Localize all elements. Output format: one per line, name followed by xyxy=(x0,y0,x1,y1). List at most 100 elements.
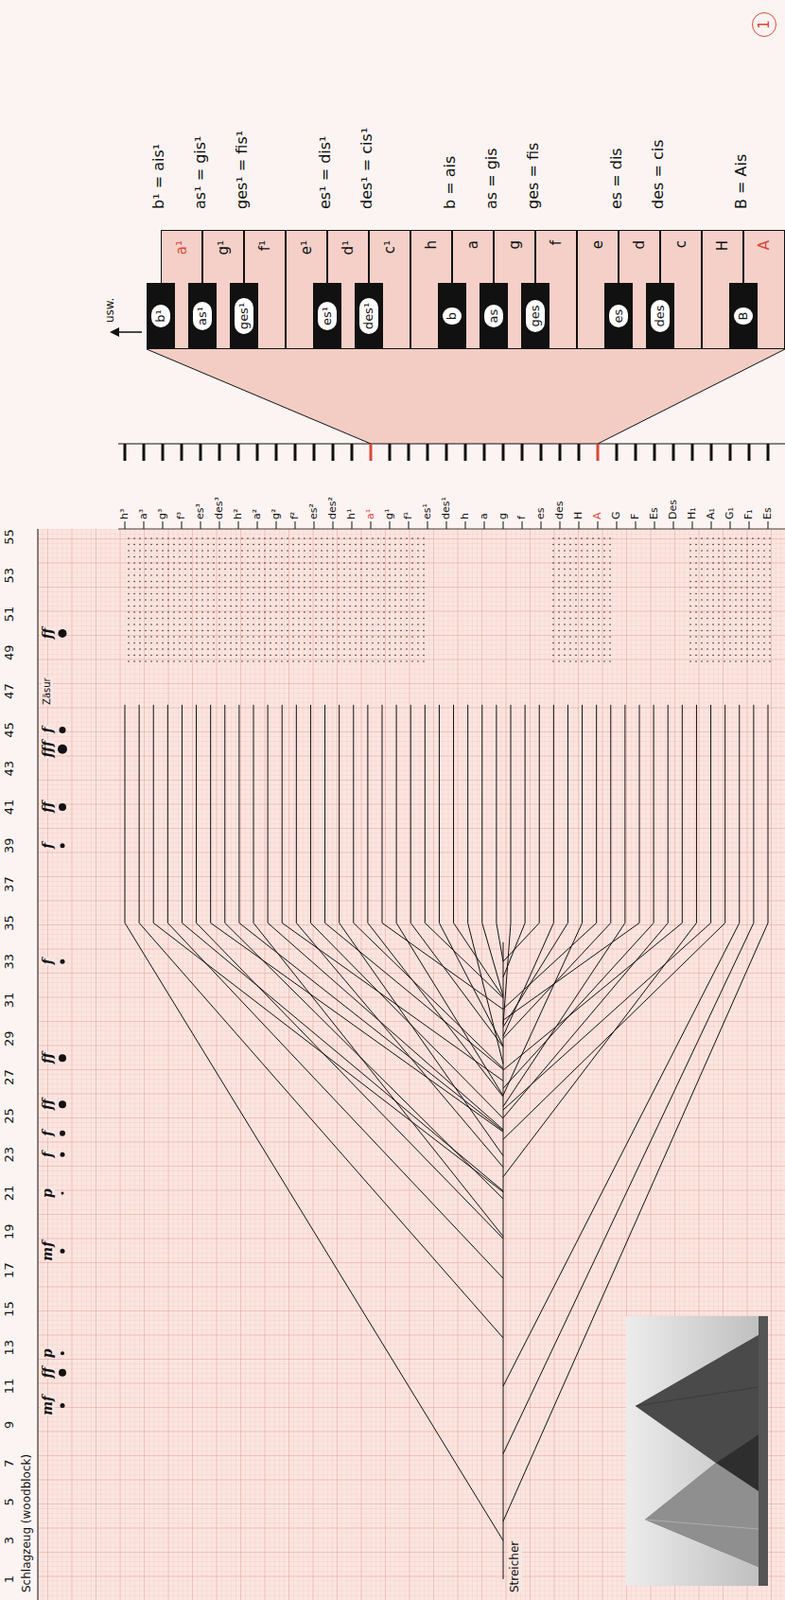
cluster-dot xyxy=(286,623,289,626)
cluster-dot xyxy=(746,642,749,645)
cluster-dot xyxy=(297,598,300,601)
cluster-dot xyxy=(563,642,566,645)
cluster-dot xyxy=(734,660,737,663)
zoom-line xyxy=(146,348,371,444)
cluster-dot xyxy=(405,549,408,552)
cluster-dot xyxy=(580,549,583,552)
cluster-dot xyxy=(178,561,181,564)
cluster-dot xyxy=(422,647,425,650)
ruler-tick xyxy=(256,443,260,461)
cluster-dot xyxy=(320,654,323,657)
cluster-dot xyxy=(348,660,351,663)
cluster-dot xyxy=(360,537,363,540)
cluster-dot xyxy=(563,561,566,564)
cluster-dot xyxy=(297,543,300,546)
cluster-dot xyxy=(757,543,760,546)
ruler-tick xyxy=(710,443,714,461)
glissando-line xyxy=(503,704,768,1521)
cluster-dot xyxy=(235,543,238,546)
cluster-dot xyxy=(212,561,215,564)
glissando-line xyxy=(438,704,504,1046)
cluster-dot xyxy=(190,629,192,632)
cluster-dot xyxy=(314,537,317,540)
cluster-dot xyxy=(173,537,175,540)
cluster-dot xyxy=(580,605,583,608)
cluster-dot xyxy=(729,605,732,608)
cluster-dot xyxy=(292,549,295,552)
ruler-tick xyxy=(445,443,449,461)
cluster-dot xyxy=(740,543,743,546)
cluster-dot xyxy=(377,598,380,601)
cluster-dot xyxy=(150,605,153,608)
cluster-dot xyxy=(763,537,766,540)
cluster-dot xyxy=(139,610,141,613)
cluster-dot xyxy=(156,549,158,552)
cluster-dot xyxy=(717,593,720,595)
cluster-dot xyxy=(757,537,760,540)
cluster-dot xyxy=(229,635,232,638)
black-key: ges xyxy=(521,282,550,349)
cluster-dot xyxy=(275,580,278,583)
cluster-dot xyxy=(252,543,255,546)
cluster-dot xyxy=(161,598,164,601)
cluster-dot xyxy=(695,654,698,657)
cluster-dot xyxy=(161,537,164,540)
cluster-dot xyxy=(558,549,560,552)
cluster-dot xyxy=(586,580,589,583)
cluster-dot xyxy=(303,610,306,613)
cluster-dot xyxy=(422,543,425,546)
black-key: des xyxy=(645,282,675,349)
cluster-dot xyxy=(348,605,351,608)
cluster-dot xyxy=(286,647,289,650)
cluster-dot xyxy=(740,574,743,576)
cluster-dot xyxy=(280,598,283,601)
cluster-dot xyxy=(326,568,329,571)
cluster-dot xyxy=(320,556,323,559)
cluster-dot xyxy=(575,647,577,650)
cluster-dot xyxy=(558,580,560,583)
cluster-dot xyxy=(394,660,397,663)
cluster-dot xyxy=(263,537,266,540)
cluster-dot xyxy=(178,635,181,638)
cluster-dot xyxy=(366,598,368,601)
cluster-dot xyxy=(400,561,402,564)
pitch-tick xyxy=(276,521,278,529)
cluster-dot xyxy=(258,537,261,540)
cluster-dot xyxy=(269,647,272,650)
cluster-dot xyxy=(712,660,715,663)
cluster-dot xyxy=(377,629,380,632)
cluster-dot xyxy=(580,574,583,576)
cluster-dot xyxy=(178,580,181,583)
cluster-dot xyxy=(178,647,181,650)
cluster-dot xyxy=(609,580,611,583)
cluster-dot xyxy=(712,623,715,626)
cluster-dot xyxy=(417,574,419,576)
cluster-dot xyxy=(723,537,726,540)
cluster-dot xyxy=(167,642,170,645)
cluster-dot xyxy=(609,549,611,552)
cluster-dot xyxy=(201,605,204,608)
cluster-dot xyxy=(173,623,175,626)
cluster-dot xyxy=(763,568,766,571)
time-number: 39 xyxy=(2,837,18,855)
cluster-dot xyxy=(417,629,419,632)
cluster-dot xyxy=(603,561,606,564)
cluster-dot xyxy=(723,543,726,546)
cluster-dot xyxy=(695,598,698,601)
cluster-dot xyxy=(173,635,175,638)
cluster-dot xyxy=(706,574,709,576)
cluster-dot xyxy=(575,586,577,589)
cluster-dot xyxy=(156,556,158,559)
pitch-tick xyxy=(484,521,486,529)
cluster-dot xyxy=(207,660,210,663)
cluster-dot xyxy=(258,654,261,657)
cluster-dot xyxy=(723,586,726,589)
cluster-dot xyxy=(320,537,323,540)
glissando-line xyxy=(367,704,504,1097)
ruler-tick xyxy=(369,443,373,461)
cluster-dot xyxy=(286,635,289,638)
cluster-dot xyxy=(768,593,771,595)
cluster-dot xyxy=(383,574,385,576)
cluster-dot xyxy=(280,549,283,552)
cluster-dot xyxy=(723,549,726,552)
